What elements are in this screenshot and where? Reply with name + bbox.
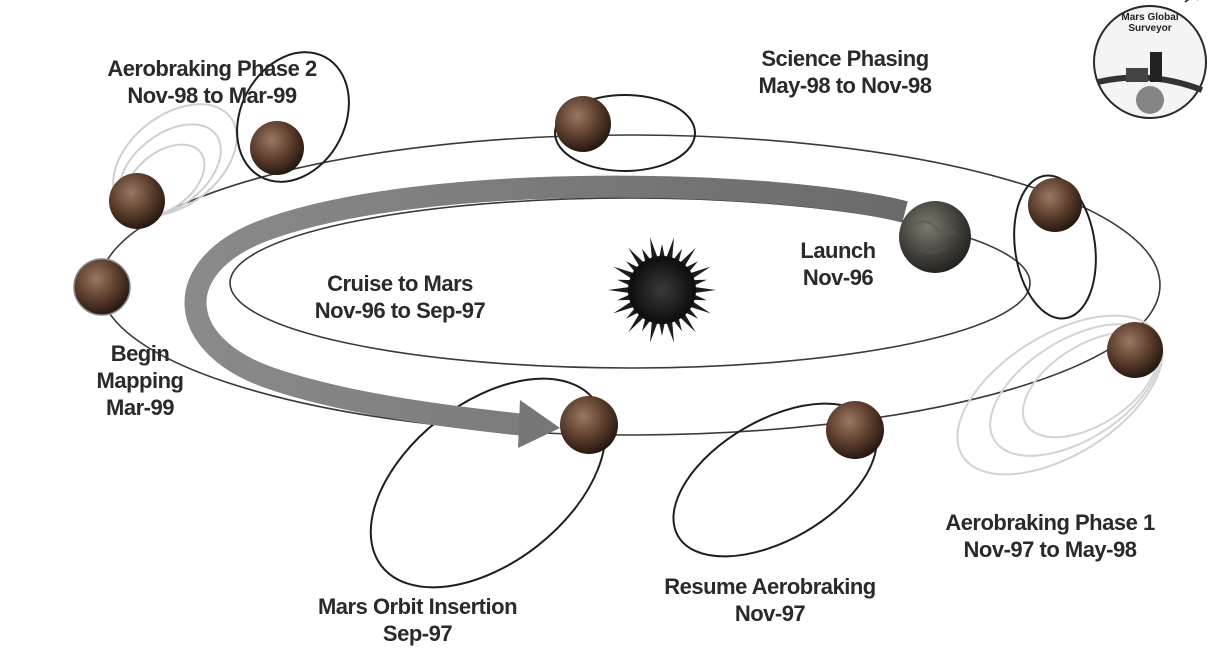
aerobraking-phase1-orbits	[956, 314, 1164, 476]
label-resume-aerobraking: Resume Aerobraking Nov-97	[664, 574, 876, 626]
orbit-aerobraking2	[236, 51, 350, 183]
mars-aerobraking1	[1107, 322, 1163, 378]
logo-line1: Mars Global	[1121, 12, 1179, 23]
logo-text: Mars Global Surveyor	[1102, 12, 1198, 34]
mars-begin-mapping	[73, 258, 131, 316]
mars-aerobraking2	[250, 121, 304, 175]
orbit-launch-right	[1013, 174, 1097, 320]
label-aerobraking-phase2: Aerobraking Phase 2 Nov-98 to Mar-99	[107, 56, 317, 108]
sun-core	[628, 256, 696, 324]
mars-left-top	[109, 173, 165, 229]
mars-science-phasing	[555, 96, 611, 152]
label-science-phasing: Science Phasing May-98 to Nov-98	[758, 46, 932, 98]
mars-resume-aerobraking	[826, 401, 884, 459]
cruise-arrowhead	[518, 400, 560, 448]
earth-launch	[899, 201, 971, 273]
logo-line2: Surveyor	[1128, 23, 1172, 34]
label-cruise: Cruise to Mars Nov-96 to Sep-97	[314, 271, 486, 323]
label-begin-mapping: Begin Mapping Mar-99	[96, 341, 184, 420]
label-aerobraking-phase1: Aerobraking Phase 1 Nov-97 to May-98	[945, 510, 1155, 562]
sun	[608, 237, 716, 343]
orbit-insertion	[369, 377, 607, 589]
label-mars-orbit-insertion: Mars Orbit Insertion Sep-97	[317, 594, 518, 646]
mars-launch-right	[1028, 178, 1082, 232]
mars-global-surveyor-logo	[1093, 0, 1207, 119]
orbit-science-phasing	[554, 94, 696, 172]
label-launch: Launch Nov-96	[800, 238, 876, 290]
earth-orbit	[229, 197, 1031, 369]
cruise-arrow	[184, 175, 908, 436]
mars-orbit-insertion	[560, 396, 618, 454]
